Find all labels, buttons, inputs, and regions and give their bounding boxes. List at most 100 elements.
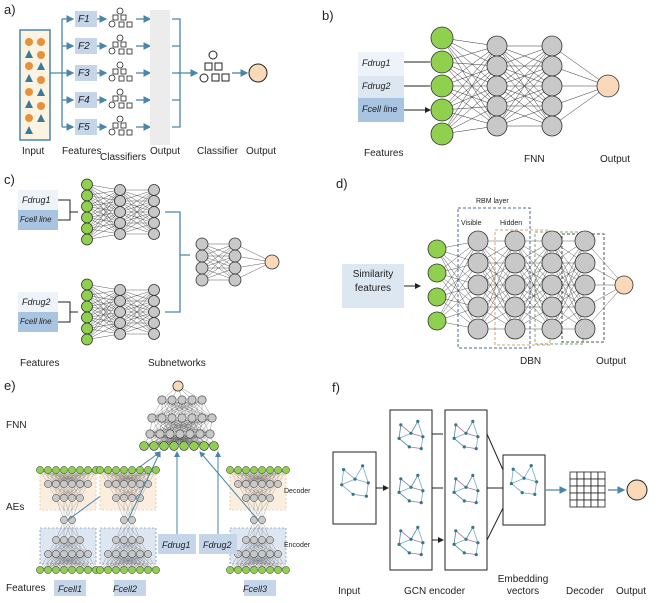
ae-node: [104, 550, 112, 558]
network-edge: [86, 189, 121, 218]
graph-node: [409, 431, 413, 435]
matrix-cell: [576, 499, 585, 508]
network-node: [427, 263, 447, 283]
graph-edge: [464, 446, 477, 449]
network-node: [114, 217, 126, 229]
ae-edge: [123, 497, 141, 521]
network-edge: [119, 289, 155, 324]
graph-node: [464, 537, 468, 541]
matrix-cell: [569, 471, 578, 480]
network-node: [81, 189, 93, 202]
graph-node: [474, 553, 478, 557]
b-label-fnn: FNN: [524, 154, 545, 165]
graph-edge: [362, 465, 369, 484]
network-edge: [496, 85, 553, 127]
network-node: [504, 318, 526, 340]
network-edge: [496, 45, 553, 87]
graph-node: [399, 423, 403, 427]
network-node: [541, 230, 563, 252]
ae-node: [242, 536, 250, 544]
ae-node: [250, 536, 258, 544]
tree-node: [112, 41, 119, 48]
graph-drawings: [340, 419, 539, 557]
graph-edge: [453, 438, 465, 448]
ae-node: [152, 466, 160, 474]
graph-node: [522, 476, 526, 480]
ae-edge: [63, 497, 73, 521]
fnn-network: [430, 26, 620, 146]
network-edge: [119, 222, 155, 235]
network-node: [195, 261, 209, 275]
fnn-node: [145, 429, 155, 439]
network-edge: [496, 45, 553, 107]
final-output-node: [248, 63, 268, 83]
ae-edge: [123, 497, 133, 521]
graph-node: [476, 489, 480, 493]
ae-edge: [55, 519, 73, 541]
graph-node: [397, 542, 401, 547]
network-node: [81, 333, 93, 346]
network-node: [486, 115, 508, 137]
graph-edge: [410, 538, 424, 544]
network-edge: [436, 248, 479, 308]
subnetworks: [81, 178, 280, 346]
network-edge: [119, 300, 155, 335]
matrix-cell: [569, 485, 578, 494]
network-edge: [119, 189, 155, 202]
decoder-region: [39, 473, 97, 511]
ae-node: [60, 536, 68, 544]
ae-edge: [47, 469, 73, 485]
fnn-input-node: [209, 441, 219, 451]
network-node: [541, 274, 563, 296]
ae-node: [68, 550, 76, 558]
ae-node: [84, 566, 92, 574]
tree-node: [126, 129, 133, 136]
graph-node: [471, 525, 475, 530]
ae-edge: [71, 469, 97, 485]
matrix-cell: [576, 471, 585, 480]
d-visible: Visible: [461, 220, 482, 227]
panel-d: [342, 207, 634, 349]
graph-edge: [410, 475, 419, 488]
graph-node: [407, 499, 411, 503]
network-node: [148, 206, 160, 218]
feature-box-drug2: [358, 76, 404, 98]
ae-node: [242, 494, 250, 502]
ae-node: [84, 480, 92, 488]
network-node: [81, 200, 93, 213]
tree-node: [108, 20, 116, 28]
graph-edge: [465, 527, 474, 540]
feature-box: [75, 65, 97, 81]
matrix-cell: [597, 478, 606, 487]
e-feature-cell2: Fcell2: [113, 584, 138, 594]
network-edge: [441, 61, 498, 107]
fnn-node: [187, 395, 197, 405]
ae-node: [226, 566, 234, 574]
matrix-cell: [583, 485, 592, 494]
network-node: [228, 273, 242, 287]
graph-node: [361, 464, 365, 468]
graph-edge: [464, 500, 477, 503]
ae-node: [112, 466, 120, 474]
fnn-node: [205, 429, 215, 439]
ae-node: [120, 516, 128, 524]
graph-edge: [523, 477, 537, 483]
cell-feature-box: [114, 580, 146, 596]
tree-node: [108, 74, 116, 82]
network-node: [148, 217, 160, 229]
fnn-node: [177, 395, 187, 405]
matrix-cell: [583, 499, 592, 508]
ae-node: [274, 566, 282, 574]
network-edge: [119, 289, 155, 313]
network-edge: [86, 289, 121, 307]
ae-node: [104, 566, 112, 574]
network-node: [114, 295, 126, 307]
network-node: [504, 274, 526, 296]
ae-node: [266, 536, 274, 544]
network-node: [541, 55, 563, 77]
panel-c-tag: c): [4, 172, 15, 187]
panel-b: [358, 26, 620, 146]
graph-edge: [511, 483, 523, 493]
graph-node: [464, 485, 468, 489]
graph-edge: [453, 530, 457, 545]
